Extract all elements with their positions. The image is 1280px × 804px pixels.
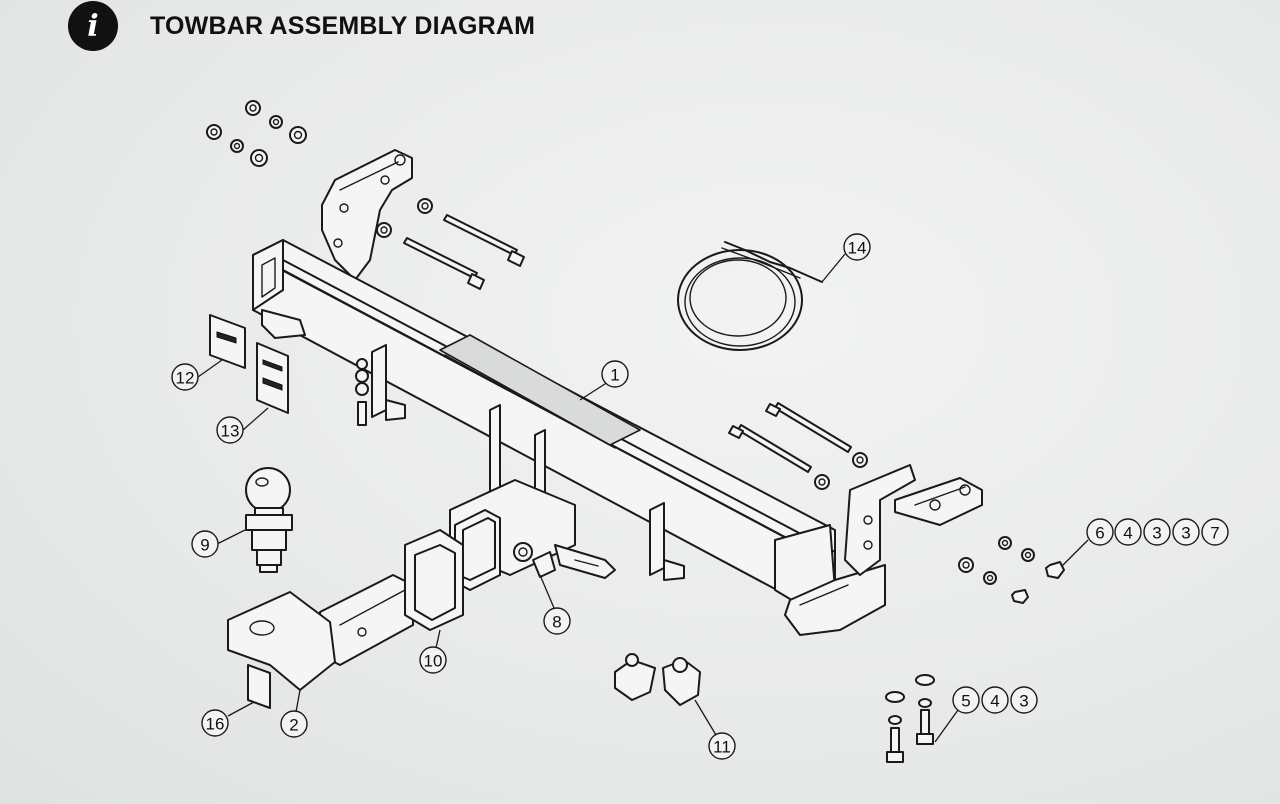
callout-14: 14 <box>821 233 871 283</box>
callout-4b-label: 4 <box>990 692 999 711</box>
callout-12: 12 <box>171 359 223 391</box>
towball <box>245 467 293 573</box>
nut-washer-set-top <box>206 100 307 167</box>
callout-3-label: 3 <box>1152 524 1161 543</box>
hitch-receiver <box>449 479 616 591</box>
receiver-collar <box>404 529 464 631</box>
callout-2: 2 <box>280 689 308 738</box>
info-icon: i <box>68 1 118 51</box>
wiring-coil <box>677 241 823 351</box>
callout-6-label: 6 <box>1095 524 1104 543</box>
callout-12-label: 12 <box>176 369 195 388</box>
callout-9: 9 <box>191 529 246 558</box>
callout-8: 8 <box>539 574 571 635</box>
callout-14-label: 14 <box>848 239 867 258</box>
page-title: TOWBAR ASSEMBLY DIAGRAM <box>150 11 536 40</box>
callout-16-label: 16 <box>206 715 225 734</box>
callout-13-label: 13 <box>221 422 240 441</box>
right-end-bracket <box>774 464 983 636</box>
callout-11-label: 11 <box>713 738 731 757</box>
callout-7-label: 7 <box>1210 524 1219 543</box>
bolt-set-bottom <box>885 674 935 763</box>
safety-clips <box>614 653 701 706</box>
left-side-bracket <box>321 149 413 281</box>
left-bolt-washers <box>376 198 433 238</box>
callout-3c-label: 3 <box>1019 692 1028 711</box>
diagram-header: i TOWBAR ASSEMBLY DIAGRAM <box>68 1 536 51</box>
callout-9-label: 9 <box>200 536 209 555</box>
main-crossbar <box>252 239 836 606</box>
label-plates <box>209 314 289 414</box>
callout-2-label: 2 <box>289 716 298 735</box>
callout-1: 1 <box>579 360 629 401</box>
long-bolts-right <box>728 402 868 490</box>
callout-10: 10 <box>419 629 447 674</box>
callout-group-right: 6 4 3 3 7 <box>1061 518 1229 567</box>
callout-4-label: 4 <box>1123 524 1132 543</box>
callout-5-label: 5 <box>961 692 970 711</box>
callout-13: 13 <box>216 407 269 444</box>
callout-group-bottom: 5 4 3 <box>934 686 1038 743</box>
callout-8-label: 8 <box>552 613 561 632</box>
long-bolts-left <box>403 214 525 290</box>
callout-16: 16 <box>201 701 255 737</box>
callout-10-label: 10 <box>424 652 443 671</box>
nut-washer-set-right <box>958 536 1065 604</box>
callout-11: 11 <box>694 699 736 760</box>
callout-3b-label: 3 <box>1181 524 1190 543</box>
callout-1-label: 1 <box>610 366 619 385</box>
drawbar-tongue <box>227 574 414 709</box>
